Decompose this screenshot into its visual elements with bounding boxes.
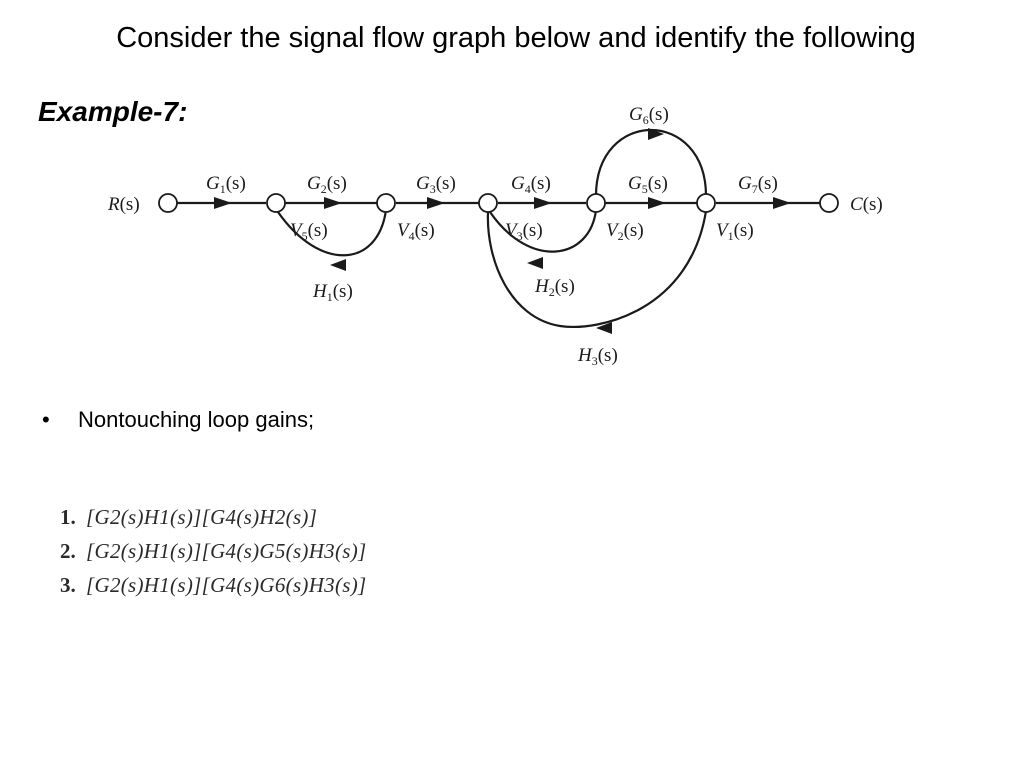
node-v1 [696,193,716,213]
label-h1: H1(s) [312,281,353,304]
label-g5: G5(s) [628,173,668,196]
signal-flow-graph: R(s) C(s) G1(s) G2(s) G3(s) G4(s) G5(s) … [107,104,883,368]
answer-item: 2. [G2(s)H1(s)][G4(s)G5(s)H3(s)] [60,534,367,568]
label-g2: G2(s) [307,173,347,196]
branch-h2 [489,209,598,253]
label-c: C(s) [850,194,883,215]
answer-item: 1. [G2(s)H1(s)][G4(s)H2(s)] [60,500,367,534]
bullet-dot: • [42,407,50,432]
answer-number: 2. [60,539,76,563]
question-text: Nontouching loop gains; [78,407,315,432]
label-h2: H2(s) [534,276,575,299]
answer-expression: [G2(s)H1(s)][G4(s)H2(s)] [86,505,318,529]
node-v3 [478,193,498,213]
arrow-h3 [596,322,612,334]
node-c [819,193,839,213]
arrow-h2 [527,257,543,269]
label-v1: V1(s) [716,220,754,243]
arrow-g1 [214,197,232,209]
answer-number: 1. [60,505,76,529]
answer-expression: [G2(s)H1(s)][G4(s)G6(s)H3(s)] [86,573,367,597]
label-v2: V2(s) [606,220,644,243]
node-r [158,193,178,213]
label-g1: G1(s) [206,173,246,196]
answer-item: 3. [G2(s)H1(s)][G4(s)G6(s)H3(s)] [60,568,367,602]
label-v4: V4(s) [397,220,435,243]
example-label: Example-7: [38,96,188,127]
arrow-g5 [648,197,666,209]
label-g6: G6(s) [629,104,669,127]
node-v2 [586,193,606,213]
question-bullet: • Nontouching loop gains; [42,405,314,435]
answer-number: 3. [60,573,76,597]
answer-list: 1. [G2(s)H1(s)][G4(s)H2(s)] 2. [G2(s)H1(s)… [60,500,367,602]
arrow-g7 [773,197,791,209]
branch-h3 [486,210,708,328]
arrow-g3 [427,197,445,209]
label-v3: V3(s) [505,220,543,243]
label-v5: V5(s) [290,220,328,243]
slide-title: Consider the signal flow graph below and… [116,22,916,54]
label-g3: G3(s) [416,173,456,196]
node-v4 [376,193,396,213]
answer-expression: [G2(s)H1(s)][G4(s)G5(s)H3(s)] [86,539,367,563]
branch-h1 [277,209,388,257]
label-h3: H3(s) [577,345,618,368]
arrow-g2 [324,197,342,209]
node-v5 [266,193,286,213]
label-g4: G4(s) [511,173,551,196]
arrow-g4 [534,197,552,209]
label-g7: G7(s) [738,173,778,196]
arrow-g6 [648,128,664,140]
arrow-h1 [330,259,346,271]
label-r: R(s) [107,194,140,215]
